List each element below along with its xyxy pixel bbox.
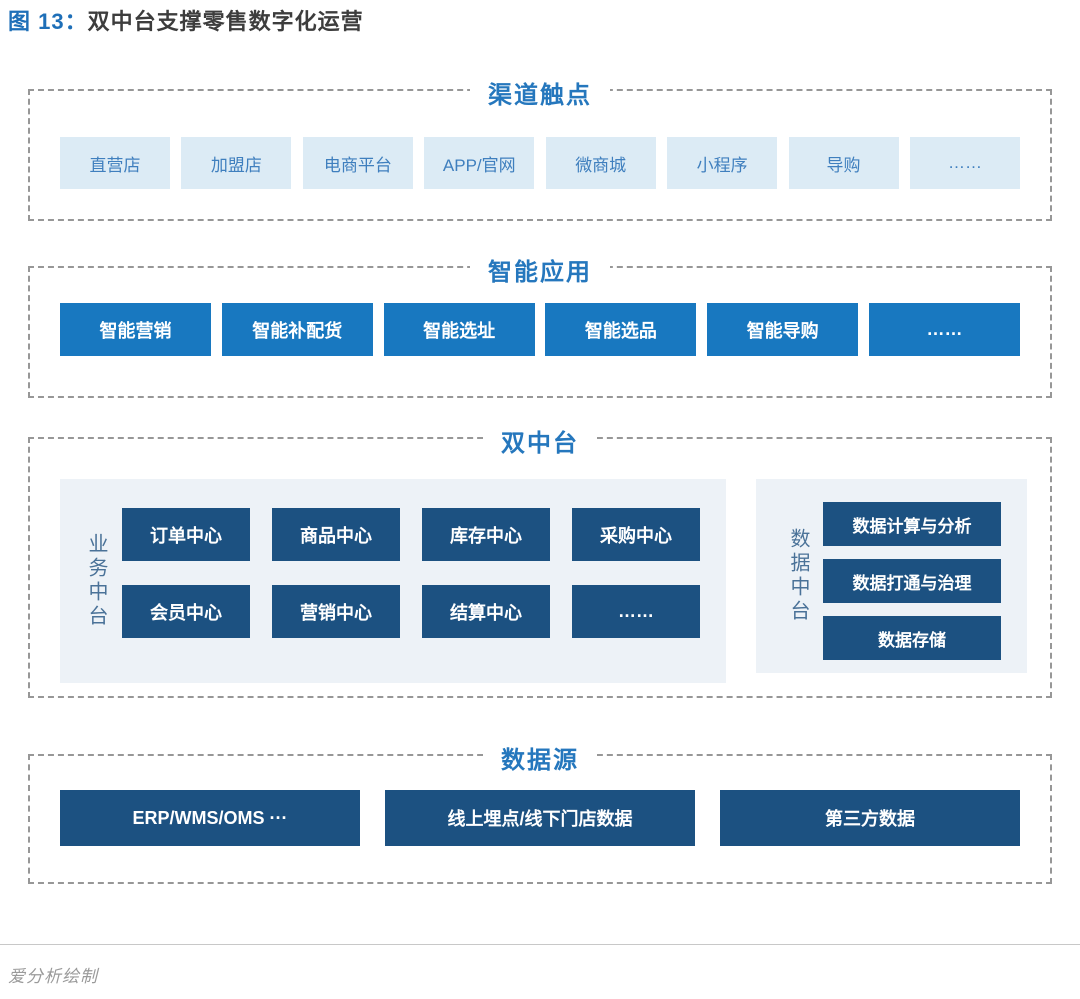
business-middle-platform-panel: 业务中台 订单中心 商品中心 库存中心 采购中心 会员中心 营销中心 结算中心 … (60, 479, 726, 683)
app-box-smart-marketing: 智能营销 (60, 303, 211, 356)
data-sources-row: ERP/WMS/OMS ··· 线上埋点/线下门店数据 第三方数据 (30, 756, 1050, 846)
section-intelligent-apps-title: 智能应用 (470, 252, 610, 287)
center-box-procurement: 采购中心 (572, 508, 700, 561)
channel-box-ellipsis: …… (909, 137, 1020, 189)
source-box-online-offline-store-data: 线上埋点/线下门店数据 (385, 790, 695, 846)
app-box-ellipsis: …… (868, 303, 1020, 356)
app-box-smart-product-selection: 智能选品 (545, 303, 697, 356)
center-box-marketing: 营销中心 (272, 585, 400, 638)
channel-box-franchise-store: 加盟店 (181, 137, 292, 189)
channel-box-mini-program: 小程序 (667, 137, 778, 189)
channel-box-shopping-guide: 导购 (788, 137, 899, 189)
data-box-storage: 数据存储 (823, 616, 1001, 660)
data-middle-platform-panel: 数据中台 数据计算与分析 数据打通与治理 数据存储 (756, 479, 1027, 673)
business-middle-platform-label: 业务中台 (85, 533, 107, 629)
footer-credit: 爱分析绘制 (8, 967, 98, 986)
center-box-inventory: 库存中心 (422, 508, 550, 561)
figure-title-text: 双中台支撑零售数字化运营 (87, 9, 364, 34)
section-dual-middle-platform-title: 双中台 (483, 423, 597, 458)
section-data-sources-title: 数据源 (483, 740, 597, 775)
app-box-smart-shopping-guide: 智能导购 (707, 303, 859, 356)
section-channel-touchpoints-title: 渠道触点 (470, 75, 610, 110)
app-box-smart-replenishment: 智能补配货 (221, 303, 373, 356)
apps-row: 智能营销 智能补配货 智能选址 智能选品 智能导购 …… (30, 268, 1050, 356)
channel-box-direct-store: 直营店 (60, 137, 170, 189)
section-data-sources: 数据源 ERP/WMS/OMS ··· 线上埋点/线下门店数据 第三方数据 (28, 740, 1052, 884)
data-middle-platform-label: 数据中台 (787, 528, 809, 624)
channel-box-app-website: APP/官网 (424, 137, 535, 189)
center-box-order: 订单中心 (122, 508, 250, 561)
source-box-erp-wms-oms: ERP/WMS/OMS ··· (60, 790, 360, 846)
center-box-settlement: 结算中心 (422, 585, 550, 638)
business-center-grid: 订单中心 商品中心 库存中心 采购中心 会员中心 营销中心 结算中心 …… (122, 508, 700, 638)
section-intelligent-apps: 智能应用 智能营销 智能补配货 智能选址 智能选品 智能导购 …… (28, 252, 1052, 398)
figure-title: 图 13：双中台支撑零售数字化运营 (8, 4, 364, 36)
channel-box-wechat-mall: 微商城 (545, 137, 656, 189)
data-box-integration-governance: 数据打通与治理 (823, 559, 1001, 603)
section-channel-touchpoints: 渠道触点 直营店 加盟店 电商平台 APP/官网 微商城 小程序 导购 …… (28, 75, 1052, 221)
figure-number-label: 图 13： (8, 9, 88, 34)
center-box-ellipsis: …… (572, 585, 700, 638)
data-box-compute-analysis: 数据计算与分析 (823, 502, 1001, 546)
footer-divider (0, 944, 1080, 945)
center-box-member: 会员中心 (122, 585, 250, 638)
source-box-third-party-data: 第三方数据 (720, 790, 1020, 846)
channel-row: 直营店 加盟店 电商平台 APP/官网 微商城 小程序 导购 …… (30, 91, 1050, 189)
data-capability-stack: 数据计算与分析 数据打通与治理 数据存储 (823, 502, 1001, 660)
channel-box-ecommerce-platform: 电商平台 (302, 137, 413, 189)
center-box-product: 商品中心 (272, 508, 400, 561)
app-box-smart-site-selection: 智能选址 (383, 303, 535, 356)
section-dual-middle-platform: 双中台 业务中台 订单中心 商品中心 库存中心 采购中心 会员中心 营销中心 结… (28, 423, 1052, 698)
